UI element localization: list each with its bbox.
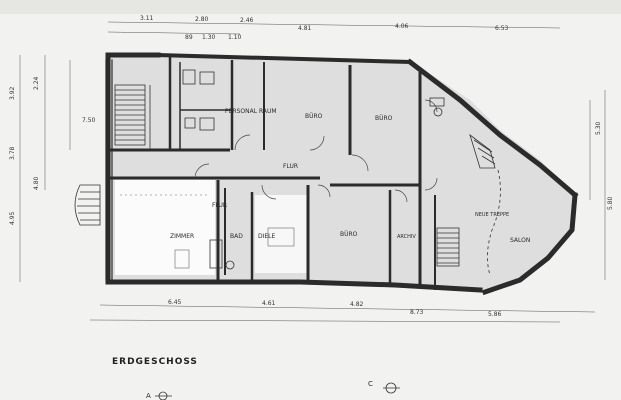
exterior-walls (105, 52, 579, 296)
door-swings (194, 99, 438, 203)
dimensions-bottom: 6.45 4.61 4.82 8.73 5.86 (168, 299, 502, 318)
staircase-salon (469, 133, 501, 276)
room-zimmer: ZIMMER (170, 233, 194, 240)
staircase-right (436, 227, 460, 267)
section-marker-c: C (368, 380, 373, 388)
dimensions-left: 3.92 2.24 3.78 4.95 4.80 7.50 (9, 76, 96, 225)
dim-left-1: 3.92 (9, 86, 16, 100)
dim-top-inner-3: 1.10 (228, 34, 242, 41)
room-archiv: ARCHIV (397, 234, 416, 240)
dim-top-3: 2.46 (240, 17, 254, 24)
dim-top-inner-1: 89 (185, 34, 193, 41)
dim-top-2: 2.80 (195, 16, 209, 23)
dim-bottom-2: 4.61 (262, 300, 276, 307)
paper-top-edge (0, 0, 621, 14)
dim-right-2: 5.80 (607, 196, 614, 210)
zimmer-details (120, 194, 295, 269)
dimensions-right: 5.30 5.80 (595, 121, 614, 210)
dim-left-6: 7.50 (82, 117, 96, 124)
dim-bottom-3: 4.82 (350, 301, 364, 308)
dimensions-top: 3.11 2.80 2.46 4.81 4.06 6.53 89 1.30 1.… (140, 15, 509, 41)
dim-top-4: 4.81 (298, 25, 312, 32)
dim-left-4: 4.95 (9, 211, 16, 225)
dim-top-1: 3.11 (140, 15, 154, 22)
dim-top-inner-2: 1.30 (202, 34, 216, 41)
room-bad: BAD (230, 233, 243, 240)
staircase-left (114, 84, 151, 150)
room-salon: SALON (510, 237, 530, 244)
room-flur-main: FLUR (283, 163, 298, 170)
room-personal-raum-line: PERSONAL RAUM (225, 108, 277, 115)
dimension-lines (19, 21, 606, 323)
room-diele: DIELE (258, 233, 276, 240)
dim-top-5: 4.06 (395, 23, 409, 30)
dim-bottom-5: 5.86 (488, 311, 502, 318)
dim-left-3: 3.78 (9, 146, 16, 160)
dim-top-6: 6.53 (495, 25, 509, 32)
section-marker-a: A (146, 392, 151, 400)
diele-floor (255, 195, 307, 273)
dim-left-5: 4.80 (33, 176, 40, 190)
staircase-outer-left (74, 184, 101, 226)
sanitary-fixtures (182, 69, 445, 270)
zimmer-floor (115, 180, 215, 275)
room-labels: PERSONAL RAUM BÜRO BÜRO FLUR FLUR ZIMMER… (170, 108, 530, 244)
section-markers (155, 382, 400, 400)
dim-bottom-4: 8.73 (410, 309, 424, 316)
room-buero-3: BÜRO (340, 231, 358, 238)
room-flur-inner: FLUR (212, 202, 227, 209)
room-neue-treppe: NEUE TREPPE (475, 212, 509, 218)
interior-walls (108, 55, 436, 290)
dim-right-1: 5.30 (595, 121, 602, 135)
room-buero-1: BÜRO (305, 113, 323, 120)
dim-bottom-1: 6.45 (168, 299, 182, 306)
dim-left-2: 2.24 (33, 76, 40, 90)
drawing-title: ERDGESCHOSS (112, 357, 198, 367)
room-buero-2: BÜRO (375, 115, 393, 122)
